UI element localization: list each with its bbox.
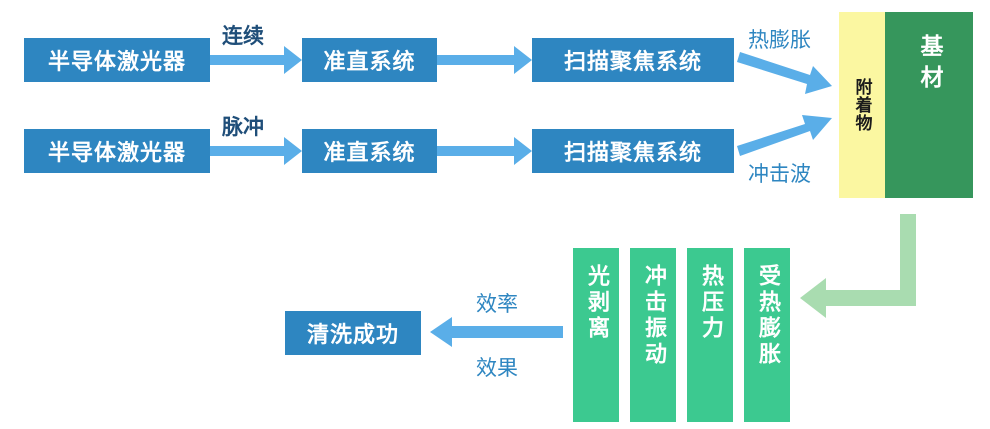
cleaning-success-box: 清洗成功 bbox=[285, 311, 421, 355]
mechanism-thermal-pressure: 热压力 bbox=[687, 248, 733, 422]
laser-source-continuous: 半导体激光器 bbox=[24, 38, 210, 82]
collimator-continuous: 准直系统 bbox=[302, 38, 437, 82]
arrow-collimator2-to-scanner2 bbox=[437, 137, 532, 165]
substrate-label: 基材 bbox=[916, 34, 942, 96]
attachment-label: 附着物 bbox=[851, 78, 872, 132]
effect-label-shockwave: 冲击波 bbox=[748, 162, 811, 186]
mechanism-photo-stripping: 光剥离 bbox=[573, 248, 619, 422]
attachment-layer: 附着物 bbox=[839, 12, 885, 198]
arrow-collimator1-to-scanner1 bbox=[437, 46, 532, 74]
scanner-pulsed: 扫描聚焦系统 bbox=[532, 129, 734, 173]
substrate-layer: 基材 bbox=[885, 12, 973, 198]
mechanism-shock-vibration: 冲击振动 bbox=[630, 248, 676, 422]
arrow-scanner1-to-target bbox=[737, 52, 832, 94]
laser-source-pulsed: 半导体激光器 bbox=[24, 129, 210, 173]
collimator-pulsed: 准直系统 bbox=[302, 129, 437, 173]
result-label-effect: 效果 bbox=[476, 356, 518, 380]
mechanism-heat-expansion: 受热膨胀 bbox=[744, 248, 790, 422]
mode-label-pulsed: 脉冲 bbox=[222, 115, 264, 139]
result-label-efficiency: 效率 bbox=[476, 292, 518, 316]
arrow-mechanisms-to-result bbox=[430, 317, 563, 347]
mode-label-continuous: 连续 bbox=[222, 24, 264, 48]
arrow-substrate-to-mechanisms bbox=[800, 214, 916, 318]
arrow-scanner2-to-target bbox=[737, 115, 832, 156]
arrow-source1-to-collimator1 bbox=[210, 46, 302, 74]
arrow-source2-to-collimator2 bbox=[210, 137, 302, 165]
effect-label-thermal-expansion: 热膨胀 bbox=[748, 28, 811, 52]
scanner-continuous: 扫描聚焦系统 bbox=[532, 38, 734, 82]
